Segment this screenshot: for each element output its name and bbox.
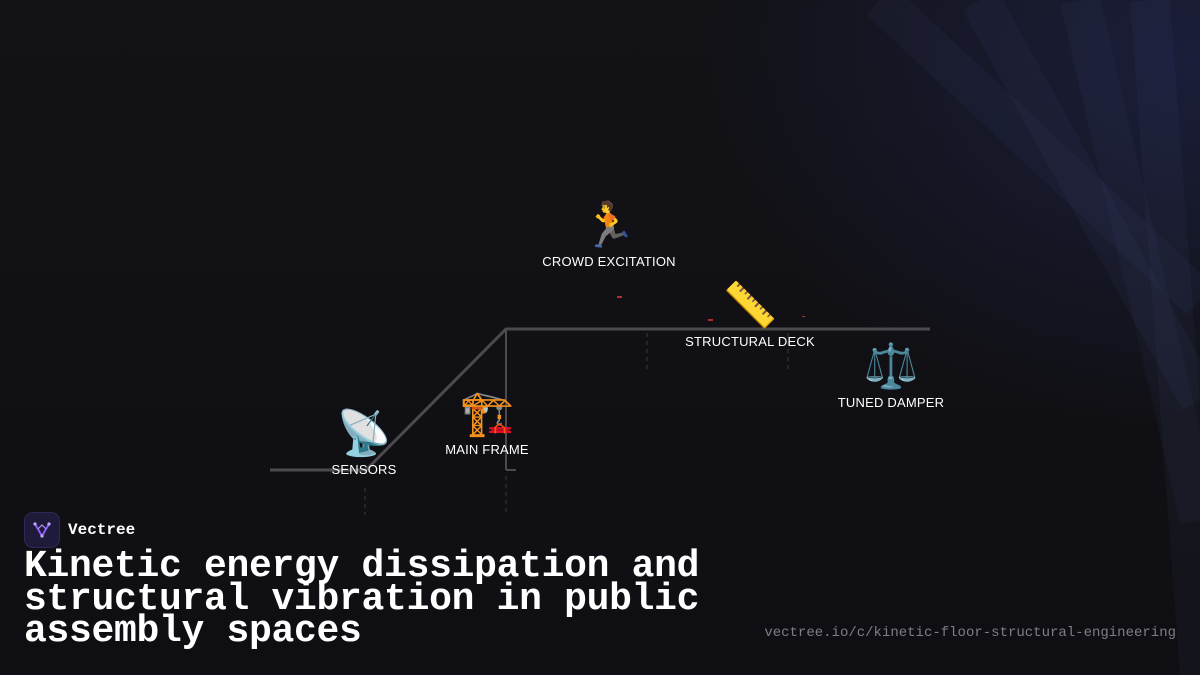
node-label: STRUCTURAL DECK — [685, 334, 815, 349]
brand[interactable]: Vectree — [24, 512, 135, 548]
node-structural-deck: 📏 STRUCTURAL DECK — [685, 280, 815, 350]
vectree-logo-icon — [24, 512, 60, 548]
node-label: CROWD EXCITATION — [542, 254, 676, 269]
satellite-antenna-icon: 📡 — [336, 408, 392, 459]
node-sensors: 📡 SENSORS — [331, 408, 397, 478]
brand-name: Vectree — [68, 521, 136, 539]
node-label: MAIN FRAME — [445, 442, 529, 457]
node-label: SENSORS — [331, 462, 397, 477]
node-tuned-damper: ⚖️ TUNED DAMPER — [837, 341, 945, 411]
node-main-frame: 🏗️ MAIN FRAME — [445, 388, 529, 458]
node-crowd-excitation: 🏃 CROWD EXCITATION — [542, 200, 676, 270]
crane-icon: 🏗️ — [459, 388, 515, 439]
vibration-particle — [708, 319, 713, 321]
page-url[interactable]: vectree.io/c/kinetic-floor-structural-en… — [764, 625, 1176, 641]
runner-icon: 🏃 — [581, 200, 637, 251]
scales-icon: ⚖️ — [863, 341, 919, 392]
vibration-particle — [802, 316, 805, 317]
vibration-particle — [617, 296, 622, 298]
node-label: TUNED DAMPER — [837, 395, 945, 410]
page-title: Kinetic energy dissipation and structura… — [24, 545, 700, 653]
beam-line — [270, 327, 930, 472]
ruler-icon: 📏 — [722, 280, 778, 331]
